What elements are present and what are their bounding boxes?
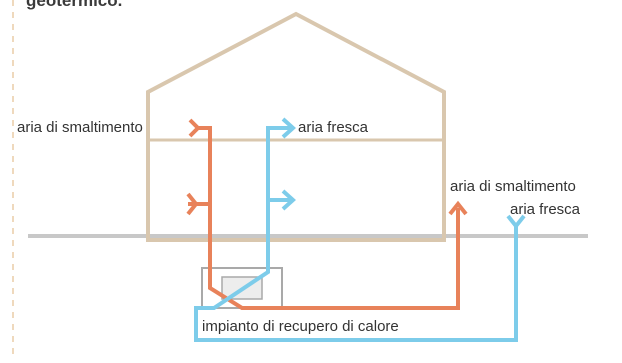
- fresh-outlet-arrow-right-icon: [281, 117, 296, 139]
- house-outline: [146, 11, 446, 242]
- label-exhaust-outside: aria di smaltimento: [450, 178, 576, 195]
- fresh-air-duct: [194, 126, 518, 342]
- exhaust-intake-lower-icon: [186, 192, 199, 216]
- fresh-intake-icon: [506, 214, 526, 230]
- title-fragment: geotermico.: [26, 0, 123, 10]
- label-fresh-inside: aria fresca: [298, 119, 369, 136]
- fresh-outlet-lower-arrow-right-icon: [281, 189, 296, 211]
- exhaust-intake-icon: [188, 118, 201, 138]
- label-heat-recovery-unit: impianto di recupero di calore: [202, 318, 399, 335]
- label-exhaust-inside: aria di smaltimento: [17, 119, 143, 136]
- label-fresh-outside: aria fresca: [510, 201, 581, 218]
- exhaust-outlet-arrow-up-icon: [448, 200, 468, 216]
